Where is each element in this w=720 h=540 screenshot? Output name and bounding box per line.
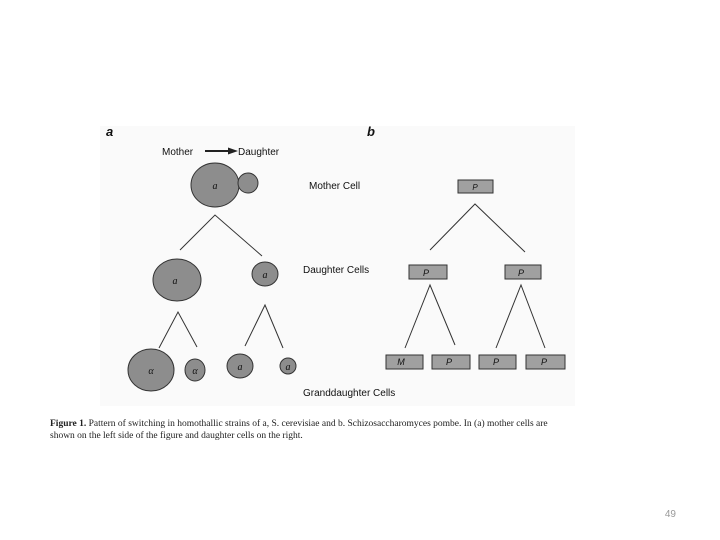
- daughter-cell-box-label: P: [518, 268, 524, 278]
- panel-a-granddaughter-1: α: [127, 348, 175, 392]
- page-number: 49: [664, 509, 676, 520]
- legend-daughter-label: Daughter: [238, 147, 280, 158]
- panel-b-branch-lines: [404, 203, 546, 349]
- daughter-cell: [251, 261, 279, 287]
- daughter-cell-label: a: [173, 276, 178, 287]
- panel-b-mother: P: [457, 179, 494, 194]
- granddaughter-cell-box-label: P: [446, 357, 452, 367]
- caption-line-2: shown on the left side of the figure and…: [50, 431, 303, 441]
- panel-a-branch-lines: [158, 214, 284, 349]
- panel-a-letter: a: [106, 124, 113, 139]
- daughter-cell-box: [504, 264, 542, 280]
- legend-arrow-icon: [205, 147, 238, 155]
- panel-a-daughter-left: a: [152, 258, 202, 302]
- granddaughter-cell-box: [431, 354, 471, 370]
- panel-b-granddaughter-2: P: [431, 354, 471, 370]
- panel-b-letter: b: [367, 124, 375, 139]
- panel-a-granddaughter-3: a: [226, 353, 254, 379]
- row-label-mother: Mother Cell: [309, 181, 360, 192]
- mother-cell-box-label: P: [472, 183, 478, 192]
- row-label-daughter: Daughter Cells: [303, 265, 369, 276]
- granddaughter-cell-box: [478, 354, 517, 370]
- row-label-granddaughter: Granddaughter Cells: [303, 388, 395, 399]
- granddaughter-cell-label: α: [192, 366, 198, 377]
- panel-a-daughter-right: a: [251, 261, 279, 287]
- granddaughter-cell-box-label: P: [493, 357, 499, 367]
- granddaughter-cell-label: α: [148, 366, 154, 377]
- granddaughter-cell-box: [525, 354, 566, 370]
- daughter-cell-box-label: P: [423, 268, 429, 278]
- granddaughter-cell-label: a: [286, 362, 291, 373]
- granddaughter-cell-box-label: P: [541, 357, 547, 367]
- granddaughter-cell: [127, 348, 175, 392]
- legend-mother-label: Mother: [162, 147, 194, 158]
- caption-title: Pattern of switching in homothallic stra…: [88, 419, 548, 429]
- panel-b-granddaughter-1: M: [385, 354, 424, 370]
- caption-figure-label: Figure 1.: [50, 419, 87, 429]
- mother-cell-label: a: [213, 181, 218, 192]
- daughter-cell-box: [408, 264, 448, 280]
- bud-cell: [237, 172, 259, 194]
- panel-b-granddaughter-3: P: [478, 354, 517, 370]
- panel-a-mother: a: [190, 162, 259, 208]
- granddaughter-cell: [226, 353, 254, 379]
- panel-b-daughter-right: P: [504, 264, 542, 280]
- panel-a-granddaughter-4: a: [279, 357, 297, 375]
- granddaughter-cell: [279, 357, 297, 375]
- granddaughter-cell-box-label: M: [397, 357, 405, 367]
- panel-a-granddaughter-2: α: [184, 358, 206, 382]
- daughter-cell: [152, 258, 202, 302]
- figure-caption: Figure 1. Pattern of switching in homoth…: [50, 418, 630, 442]
- mother-cell-box: [457, 179, 494, 194]
- granddaughter-cell: [184, 358, 206, 382]
- granddaughter-cell-label: a: [238, 362, 243, 373]
- panel-b-granddaughter-4: P: [525, 354, 566, 370]
- daughter-cell-label: a: [263, 270, 268, 281]
- panel-b-daughter-left: P: [408, 264, 448, 280]
- granddaughter-cell-box: [385, 354, 424, 370]
